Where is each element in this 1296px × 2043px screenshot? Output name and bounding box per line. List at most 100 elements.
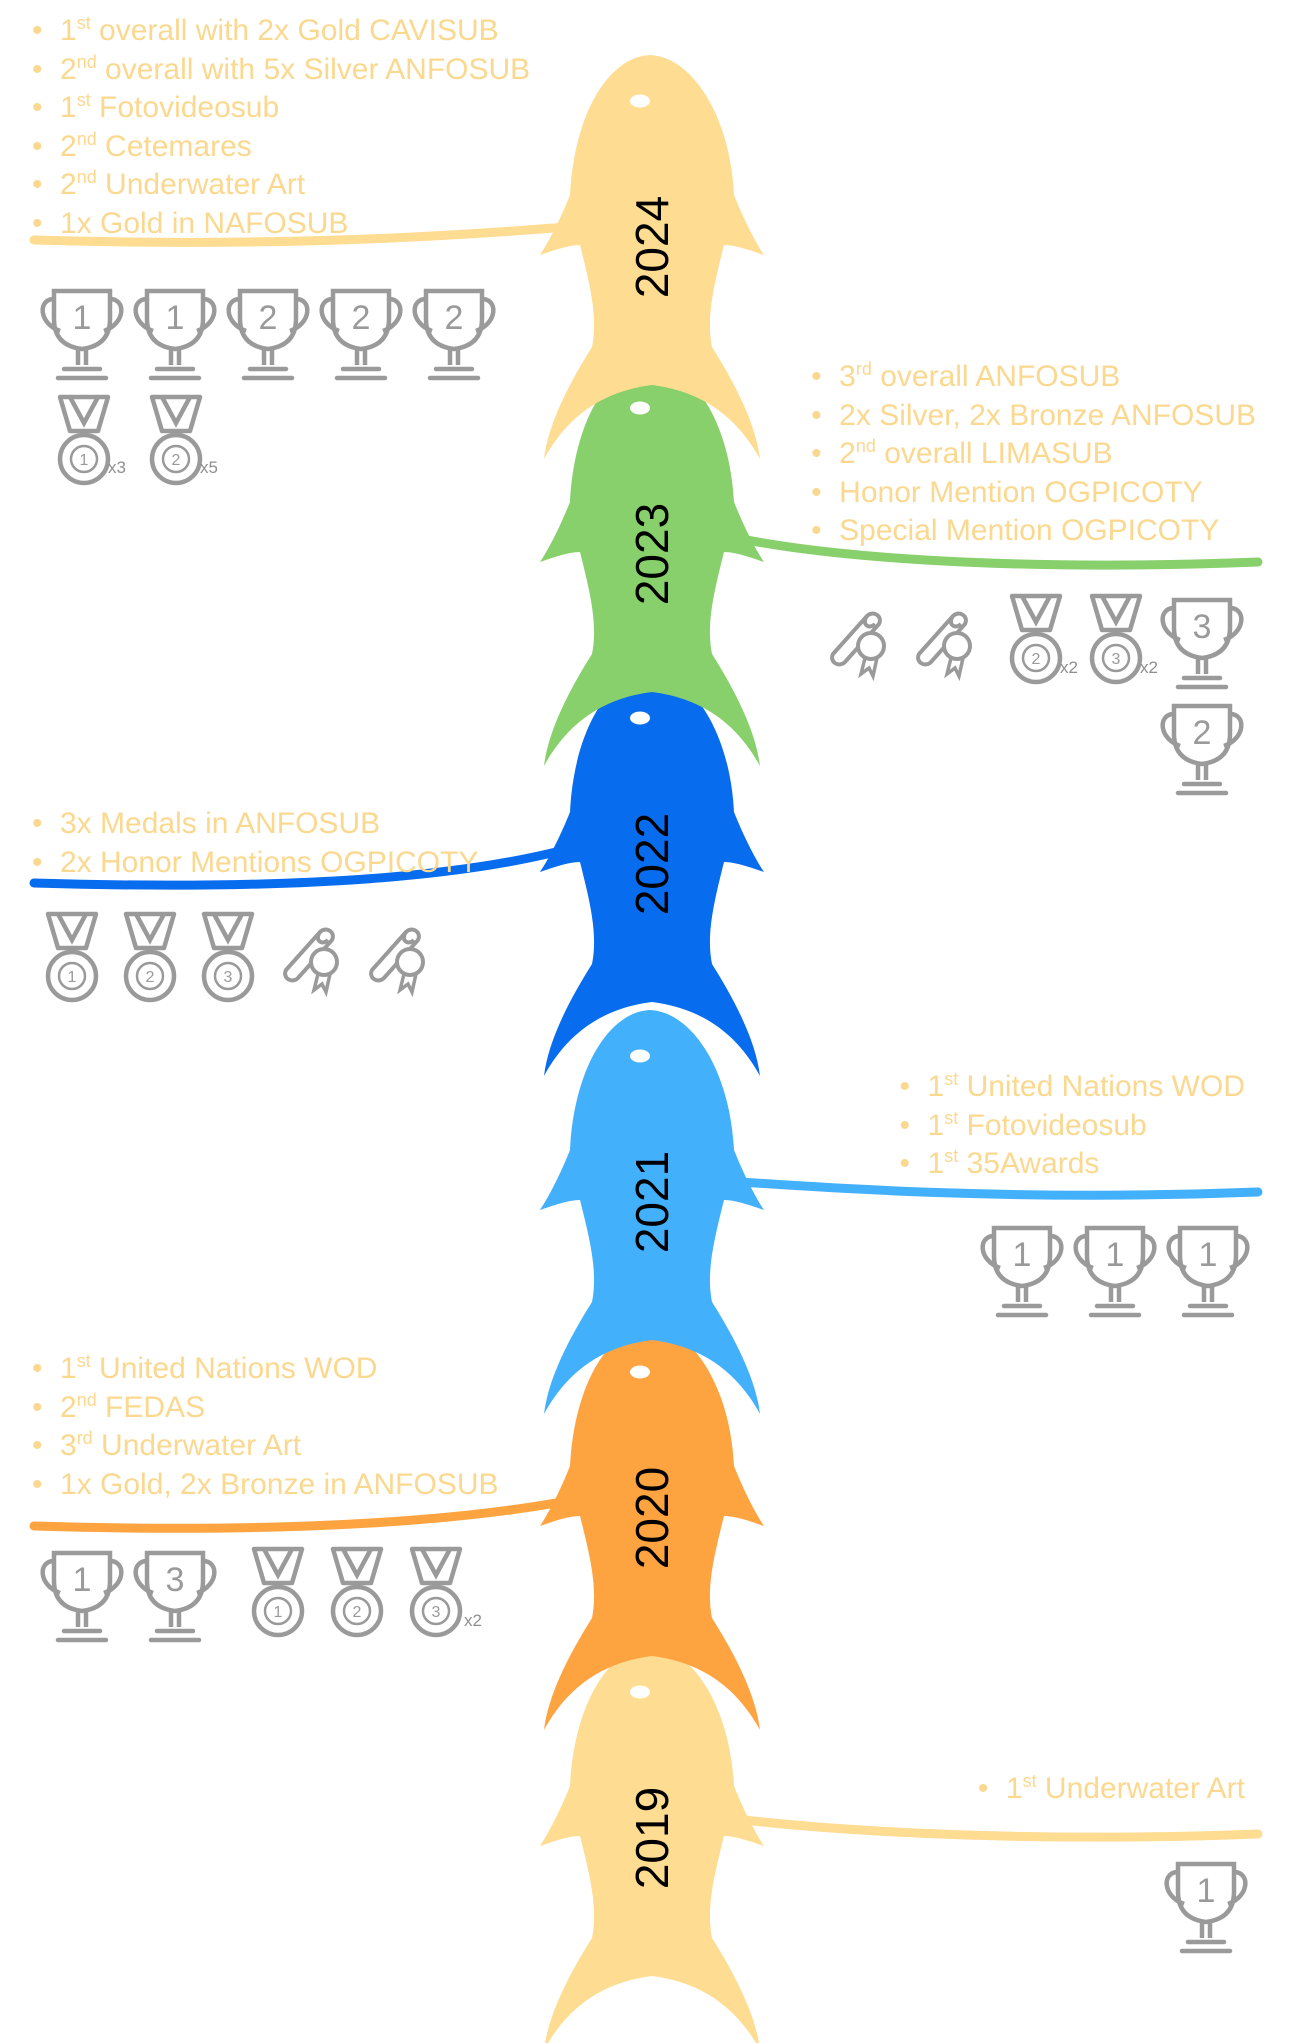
trophy-icon: 1: [36, 283, 128, 383]
medal-icon-svg: 2: [330, 1546, 384, 1638]
achievement-item: 2x Honor Mentions OGPICOTY: [32, 844, 478, 883]
fish-eye: [630, 1049, 650, 1063]
medal-icon-svg: 3: [409, 1546, 463, 1638]
trophy-rank: 2: [352, 299, 371, 337]
achievements-2022: 3x Medals in ANFOSUB 2x Honor Mentions OG…: [32, 805, 478, 882]
rank-suffix: nd: [76, 1389, 97, 1410]
year-label-2021: 2021: [626, 1150, 678, 1254]
achievement-text: 1x Gold in NAFOSUB: [60, 206, 349, 240]
rank-number: 3: [839, 360, 856, 393]
achievement-text: 2x Silver, 2x Bronze ANFOSUB: [839, 398, 1256, 432]
certificate-icon: [823, 602, 903, 682]
trophy-icon: 1: [1162, 1220, 1254, 1320]
fish-body: [540, 362, 764, 766]
rank-suffix: nd: [76, 128, 97, 149]
achievement-item: 3rd Underwater Art: [32, 1427, 499, 1466]
rank-number: 2: [60, 129, 77, 163]
medal-icon: 2: [327, 1545, 387, 1641]
medal-rank: 1: [80, 452, 89, 469]
achievement-text: overall ANFOSUB: [871, 360, 1121, 393]
trophy-icon-svg: 1: [1166, 1225, 1250, 1318]
rank-suffix: rd: [855, 359, 872, 379]
connector-2019: [707, 1811, 1263, 1842]
rank-suffix: st: [76, 13, 91, 33]
fish-eye: [630, 94, 650, 108]
rank-suffix: st: [76, 90, 91, 110]
achievement-text: United Nations WOD: [90, 1352, 378, 1385]
rank-number: 1: [60, 1352, 77, 1385]
rank-number: 2: [60, 168, 77, 201]
certificate-icon-svg: [283, 927, 339, 998]
year-label-2020: 2020: [626, 1466, 678, 1570]
trophy-icon-svg: 1: [1073, 1225, 1157, 1318]
achievement-text: overall LIMASUB: [875, 437, 1113, 470]
medal-rank: 2: [146, 969, 155, 986]
achievement-item: 1st Underwater Art: [978, 1770, 1245, 1809]
medal-icon: 1: [54, 393, 114, 489]
achievement-item: Honor Mention OGPICOTY: [811, 474, 1256, 513]
medal-icon: 2: [1006, 592, 1066, 688]
trophy-rank: 2: [1193, 714, 1212, 752]
fish-2020: [540, 1326, 764, 1730]
trophy-icon: 3: [1156, 592, 1248, 692]
medal-icon: 3: [1086, 592, 1146, 688]
rank-number: 1: [927, 1070, 945, 1103]
achievement-item: 1x Gold in NAFOSUB: [32, 205, 530, 244]
trophy-rank: 1: [1199, 1236, 1218, 1274]
trophy-icon: 2: [222, 283, 314, 383]
rank-suffix: st: [944, 1146, 959, 1166]
achievement-text: Honor Mention OGPICOTY: [839, 475, 1203, 509]
rank-suffix: rd: [76, 1428, 93, 1448]
certificate-icon: [362, 918, 442, 998]
rank-suffix: st: [1022, 1771, 1037, 1791]
year-label-2023: 2023: [626, 502, 678, 606]
fish-2022: [540, 672, 764, 1076]
trophy-icon: 2: [408, 283, 500, 383]
achievement-text: overall with 5x Silver ANFOSUB: [96, 52, 531, 86]
achievement-item: 1st Fotovideosub: [900, 1107, 1245, 1146]
achievement-text: Special Mention OGPICOTY: [839, 514, 1220, 547]
rank-suffix: nd: [855, 436, 876, 456]
medal-rank: 3: [432, 1604, 441, 1621]
trophy-icon-svg: 3: [133, 1550, 217, 1643]
achievement-text: 3x Medals in ANFOSUB: [60, 807, 381, 840]
achievements-2019: 1st Underwater Art: [978, 1770, 1245, 1809]
achievement-text: Underwater Art: [1036, 1772, 1245, 1805]
achievement-text: 2x Honor Mentions OGPICOTY: [60, 845, 479, 879]
medal-icon-svg: 1: [45, 911, 99, 1003]
achievement-text: Fotovideosub: [90, 91, 280, 124]
achievement-text: Underwater Art: [92, 1429, 302, 1462]
fish-eye: [630, 1365, 650, 1379]
trophy-icon: 3: [129, 1545, 221, 1645]
medal-icon: 2: [120, 910, 180, 1006]
rank-number: 3: [60, 1429, 77, 1462]
trophy-icon-svg: 3: [1160, 597, 1244, 690]
achievement-text: FEDAS: [96, 1390, 206, 1424]
fish-body: [540, 1646, 764, 2043]
medal-icon-svg: 1: [57, 394, 111, 486]
trophy-rank: 1: [1106, 1236, 1125, 1274]
achievement-item: 2nd FEDAS: [32, 1389, 499, 1428]
trophy-icon: 2: [1156, 698, 1248, 798]
achievement-item: 3x Medals in ANFOSUB: [32, 805, 478, 844]
achievement-text: Fotovideosub: [958, 1108, 1147, 1142]
fish-2021: [540, 1010, 764, 1414]
achievement-item: 1st United Nations WOD: [32, 1350, 499, 1389]
trophy-icon-svg: 1: [40, 1550, 124, 1643]
medal-icon: 1: [42, 910, 102, 1006]
medal-rank: 3: [224, 969, 233, 986]
fish-eye: [630, 1685, 650, 1699]
achievement-item: 1st overall with 2x Gold CAVISUB: [32, 12, 530, 51]
award-count: x5: [200, 458, 218, 477]
achievements-2020: 1st United Nations WOD2nd FEDAS3rd Under…: [32, 1350, 499, 1504]
achievement-item: 1x Gold, 2x Bronze in ANFOSUB: [32, 1466, 499, 1505]
year-label-2024: 2024: [626, 195, 678, 299]
trophy-icon-svg: 2: [319, 288, 403, 381]
fish-2019: [540, 1646, 764, 2043]
medal-icon: 3: [198, 910, 258, 1006]
achievement-item: Special Mention OGPICOTY: [811, 512, 1256, 551]
year-label-2022: 2022: [626, 812, 678, 916]
medal-rank: 2: [1032, 651, 1041, 668]
trophy-icon: 1: [36, 1545, 128, 1645]
